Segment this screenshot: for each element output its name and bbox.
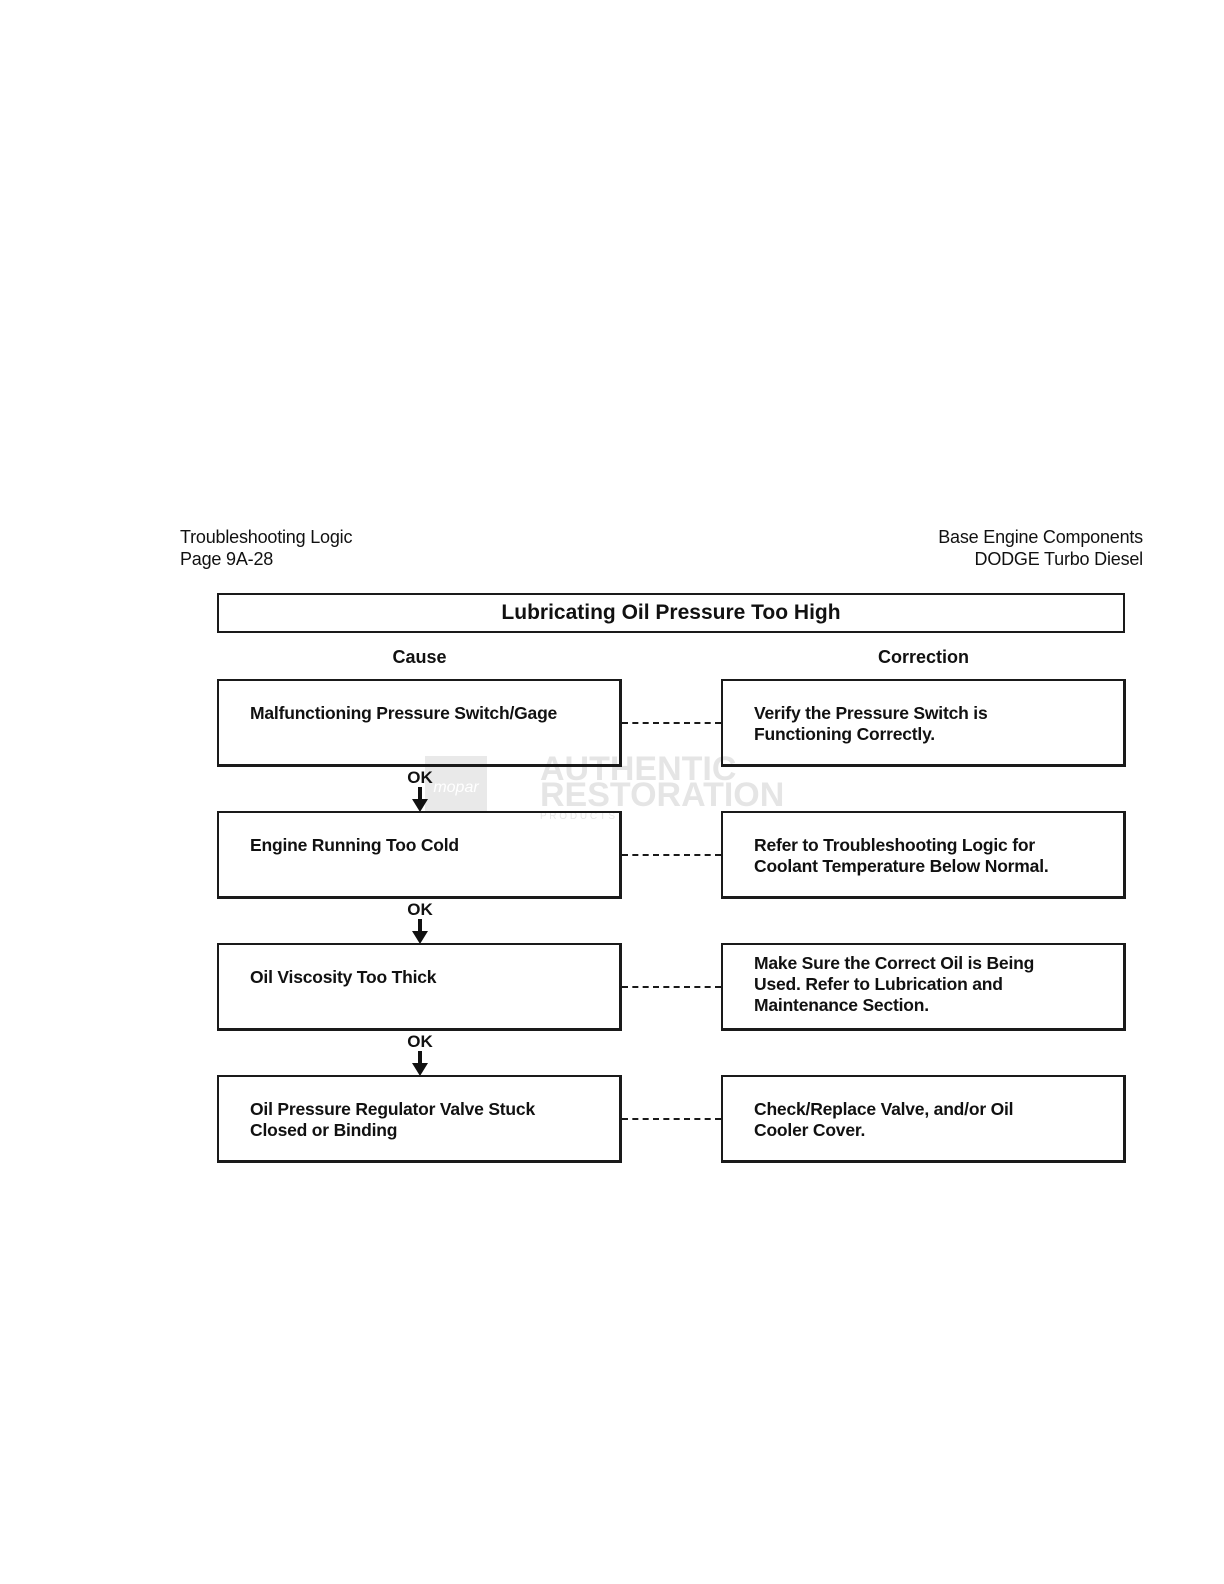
correction-column-heading: Correction: [877, 647, 969, 667]
down-arrow-icon: [412, 1051, 428, 1076]
ok-label-1: OK: [407, 768, 433, 787]
correction-1-line-2: Functioning Correctly.: [754, 724, 935, 744]
correction-text-2: Refer to Troubleshooting Logic for Coola…: [754, 835, 1109, 877]
cause-box-2: Engine Running Too Cold: [217, 811, 622, 899]
down-arrow-icon: [412, 919, 428, 944]
correction-box-1: Verify the Pressure Switch is Functionin…: [721, 679, 1126, 767]
ok-label-3: OK: [407, 1032, 433, 1051]
correction-2-line-2: Coolant Temperature Below Normal.: [754, 856, 1049, 876]
flowchart-title-text: Lubricating Oil Pressure Too High: [501, 601, 841, 624]
cause-box-4: Oil Pressure Regulator Valve Stuck Close…: [217, 1075, 622, 1163]
watermark-line2: RESTORATION: [540, 776, 784, 814]
correction-box-2: Refer to Troubleshooting Logic for Coola…: [721, 811, 1126, 899]
header-right: Base Engine Components DODGE Turbo Diese…: [820, 526, 1143, 570]
correction-box-3: Make Sure the Correct Oil is Being Used.…: [721, 943, 1126, 1031]
correction-4-line-2: Cooler Cover.: [754, 1120, 866, 1140]
correction-3-line-2: Used. Refer to Lubrication and: [754, 974, 1003, 994]
cause-box-1: Malfunctioning Pressure Switch/Gage: [217, 679, 622, 767]
cause-text-1: Malfunctioning Pressure Switch/Gage: [250, 703, 558, 723]
cause-column-heading: Cause: [392, 647, 447, 667]
correction-3-line-3: Maintenance Section.: [754, 995, 929, 1015]
cause-correction-connector-2: [622, 854, 721, 856]
cause-correction-connector-4: [622, 1118, 721, 1120]
header-left: Troubleshooting Logic Page 9A-28: [180, 526, 352, 570]
cause-correction-connector-3: [622, 986, 721, 988]
correction-4-line-1: Check/Replace Valve, and/or Oil: [754, 1099, 1014, 1119]
cause-text-3: Oil Viscosity Too Thick: [250, 967, 437, 987]
correction-1-line-1: Verify the Pressure Switch is: [754, 703, 988, 723]
cause-box-3: Oil Viscosity Too Thick: [217, 943, 622, 1031]
correction-text-3: Make Sure the Correct Oil is Being Used.…: [754, 953, 1109, 1016]
ok-label-2: OK: [407, 900, 433, 919]
page-number: Page 9A-28: [180, 549, 274, 569]
section-name: Troubleshooting Logic: [180, 527, 353, 547]
correction-text-4: Check/Replace Valve, and/or Oil Cooler C…: [754, 1099, 1109, 1141]
cause-4-line-2: Closed or Binding: [250, 1120, 398, 1140]
cause-4-line-1: Oil Pressure Regulator Valve Stuck: [250, 1099, 535, 1119]
cause-correction-connector-1: [622, 722, 721, 724]
cause-text-4: Oil Pressure Regulator Valve Stuck Close…: [250, 1099, 605, 1141]
component-group: Base Engine Components: [938, 527, 1143, 547]
down-arrow-icon: [412, 787, 428, 812]
correction-3-line-1: Make Sure the Correct Oil is Being: [754, 953, 1035, 973]
flowchart-title: Lubricating Oil Pressure Too High: [217, 593, 1125, 633]
correction-text-1: Verify the Pressure Switch is Functionin…: [754, 703, 1109, 745]
cause-text-2: Engine Running Too Cold: [250, 835, 459, 855]
correction-box-4: Check/Replace Valve, and/or Oil Cooler C…: [721, 1075, 1126, 1163]
watermark-brand: mopar: [433, 779, 479, 796]
vehicle-model: DODGE Turbo Diesel: [974, 549, 1144, 569]
correction-2-line-1: Refer to Troubleshooting Logic for: [754, 835, 1035, 855]
